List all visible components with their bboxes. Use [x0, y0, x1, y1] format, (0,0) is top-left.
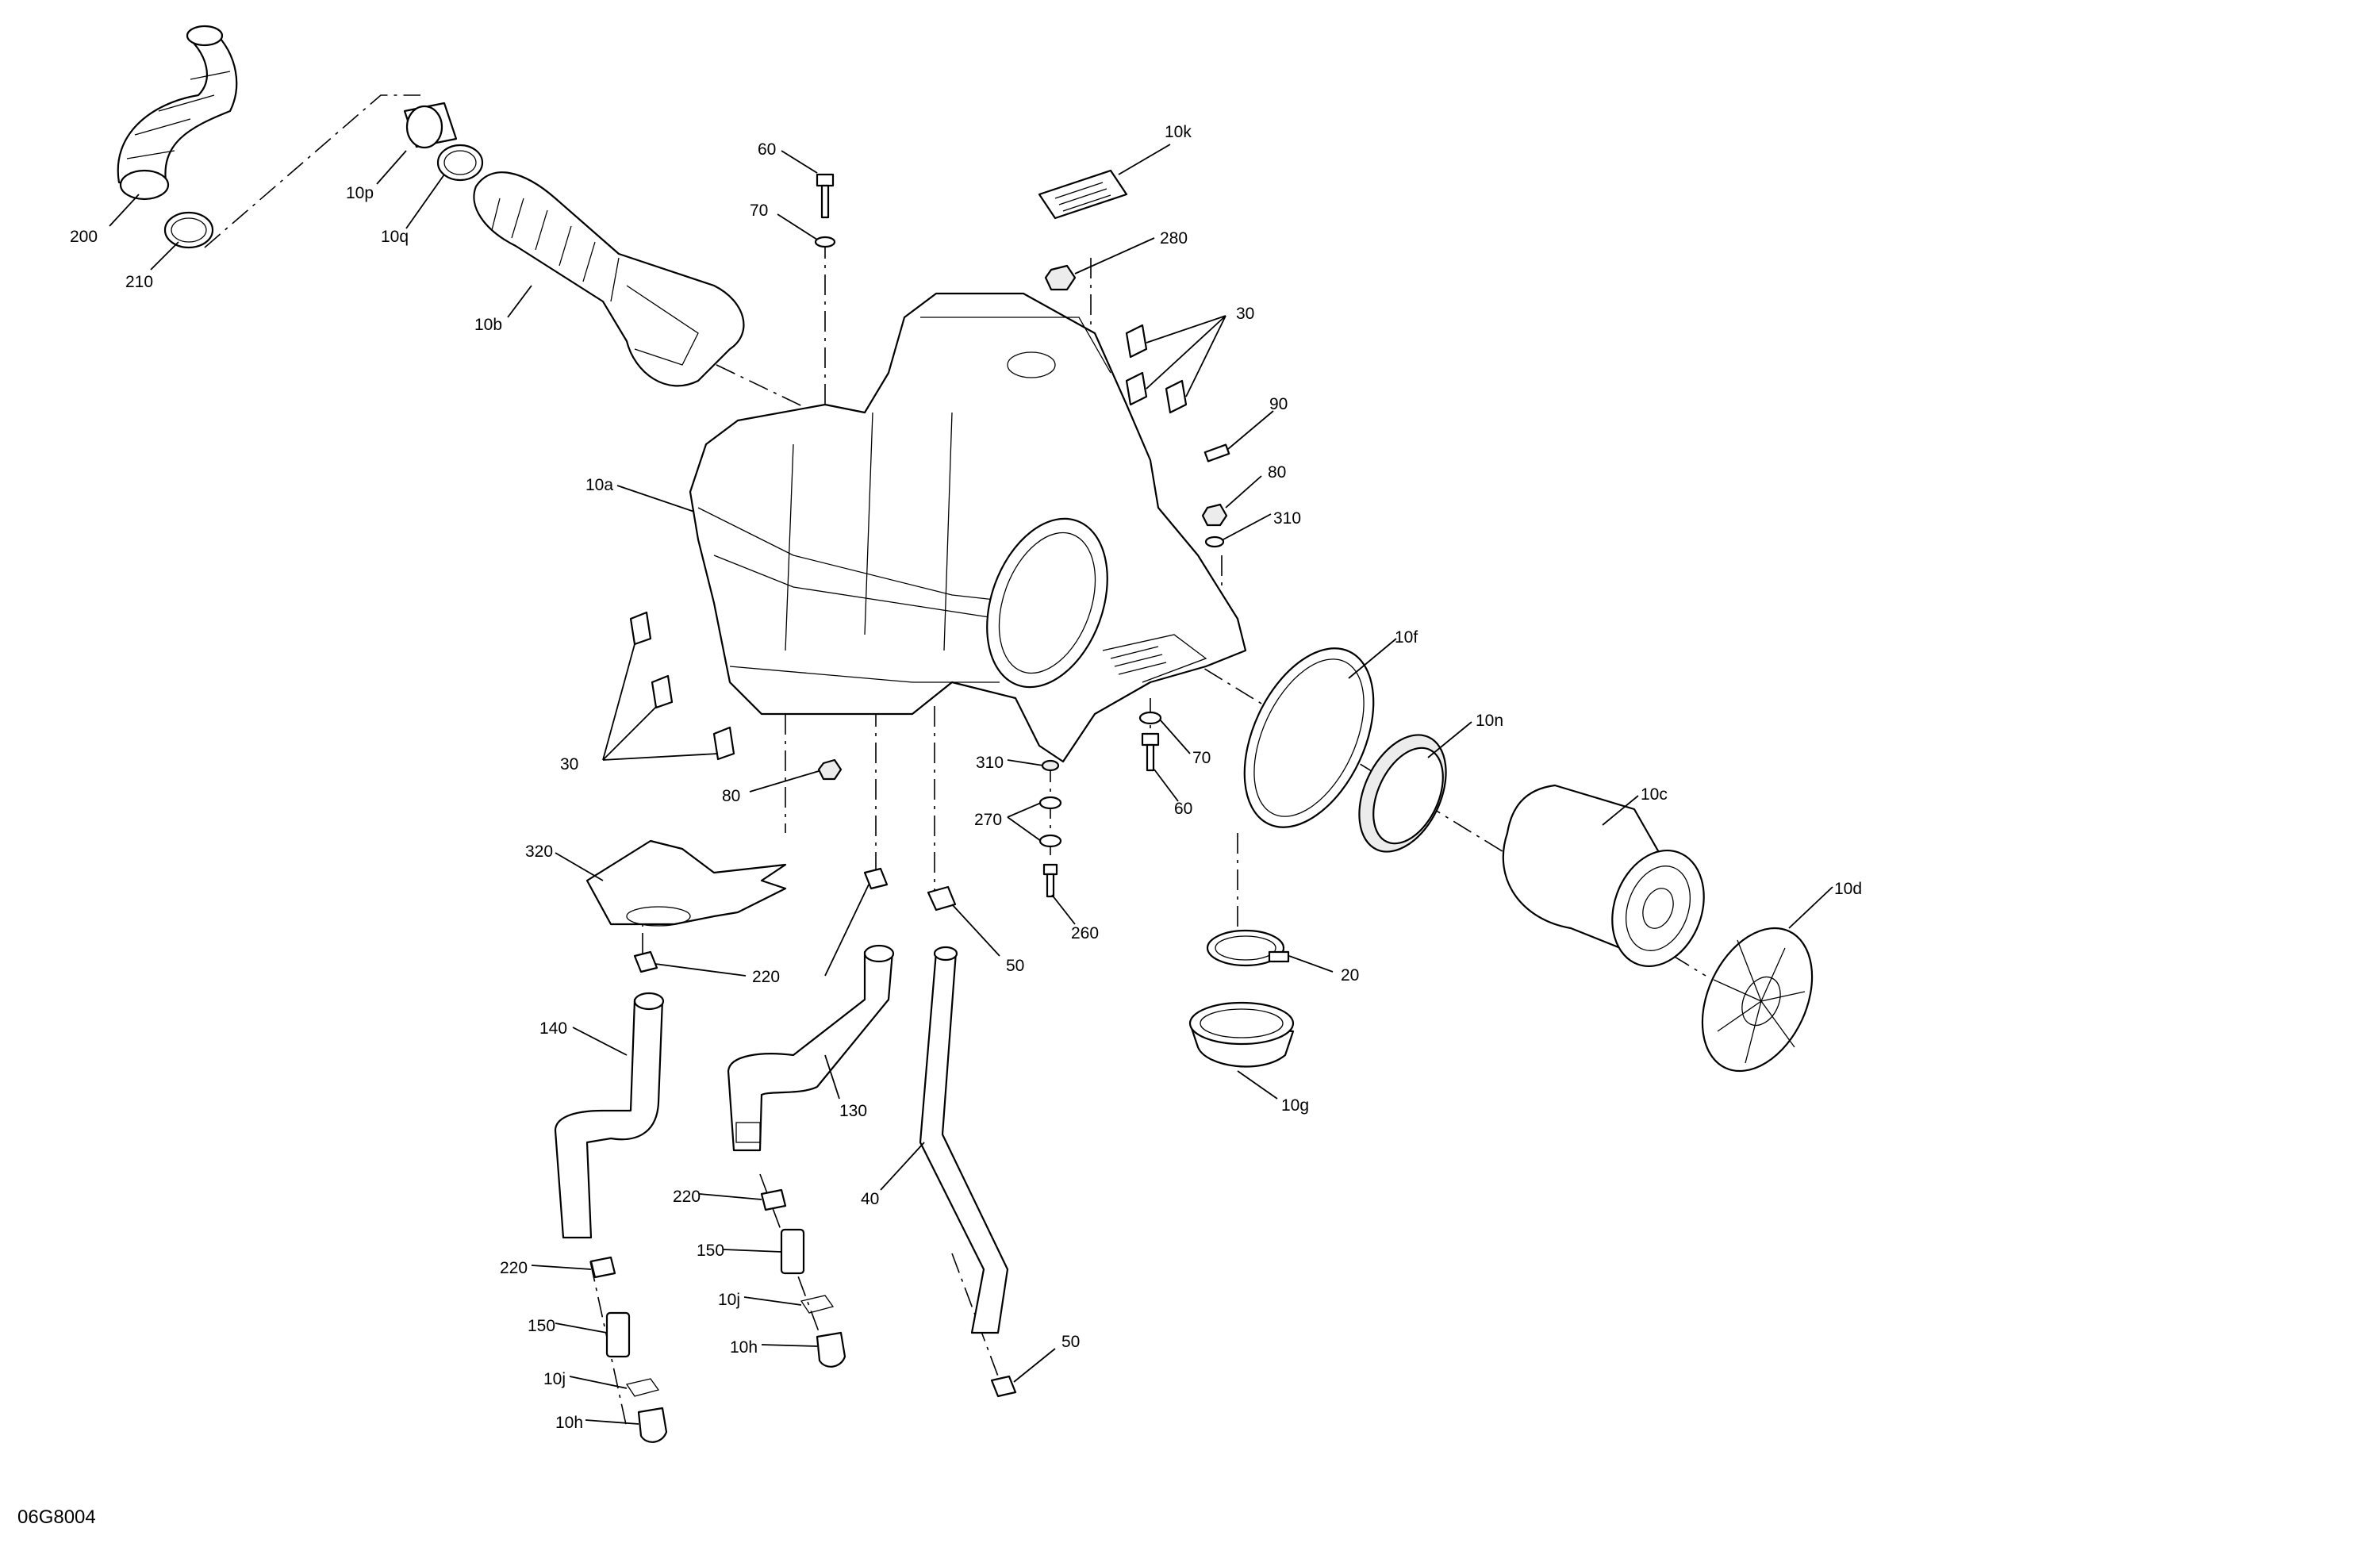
nut-80-right	[1201, 503, 1228, 527]
callout-310-right: 310	[1273, 509, 1301, 528]
bolt-60-lower	[1141, 732, 1160, 772]
callout-10h-mid: 10h	[730, 1338, 758, 1357]
callout-10j-mid: 10j	[718, 1291, 740, 1309]
intake-boot-10b	[473, 171, 745, 387]
callout-labels: 200 210 10p 10q 10b 60 70 10k 280 30 90 …	[70, 123, 1862, 1432]
callout-70-lower: 70	[1192, 749, 1211, 767]
callout-220-left: 220	[500, 1259, 528, 1277]
tube-150-mid	[780, 1228, 805, 1275]
clamp-20	[1206, 929, 1290, 967]
washer-270	[1038, 796, 1062, 848]
label-10k	[1038, 169, 1128, 220]
clamp-220-drain-mid	[760, 1188, 787, 1211]
callout-10a: 10a	[585, 476, 613, 494]
heat-shield-320	[585, 839, 787, 927]
diagram-reference-code: 06G8004	[17, 1507, 96, 1528]
adapter-ring-10n	[1358, 734, 1447, 853]
clamp-220-upper	[863, 867, 889, 890]
hose-140	[554, 992, 665, 1239]
bolt-260	[1042, 863, 1058, 898]
callout-140: 140	[539, 1019, 567, 1038]
bolt-60-top	[816, 173, 835, 219]
callout-50-upper: 50	[1006, 957, 1024, 975]
clip-10j-mid	[800, 1295, 835, 1314]
callout-10k: 10k	[1165, 123, 1192, 141]
callout-260: 260	[1071, 924, 1099, 942]
hose-40	[919, 946, 1009, 1334]
callout-80-left: 80	[722, 787, 740, 805]
callout-10d: 10d	[1834, 880, 1862, 898]
callout-10q: 10q	[381, 228, 409, 246]
cap-10h-left	[637, 1407, 668, 1443]
washer-70-lower	[1138, 711, 1162, 725]
sleeve-10p	[403, 102, 458, 149]
callout-70-top: 70	[750, 202, 768, 220]
clamp-50-lower	[990, 1375, 1017, 1398]
callout-90: 90	[1269, 395, 1288, 413]
callout-10n: 10n	[1476, 712, 1503, 730]
callout-60-top: 60	[758, 140, 776, 159]
washer-310-lower	[1041, 759, 1060, 772]
clips-30-left	[629, 611, 735, 761]
cap-10h-mid	[816, 1331, 846, 1368]
clamp-210	[163, 211, 214, 249]
bolt-90	[1203, 443, 1230, 463]
callout-280: 280	[1160, 229, 1188, 248]
callout-40: 40	[861, 1190, 879, 1208]
callout-10g: 10g	[1281, 1096, 1309, 1115]
callout-130: 130	[839, 1102, 867, 1120]
coupler-10g	[1188, 1001, 1295, 1068]
callout-80-right: 80	[1268, 463, 1286, 482]
clamp-220-drain-left	[589, 1256, 616, 1279]
callout-30-left: 30	[560, 755, 578, 773]
intake-duct-200	[117, 25, 238, 201]
clamp-10q	[436, 144, 484, 182]
callout-10h-left: 10h	[555, 1414, 583, 1432]
callout-10b: 10b	[474, 316, 502, 334]
callout-50-lower: 50	[1061, 1333, 1080, 1351]
callout-220-mid: 220	[673, 1188, 701, 1206]
callout-200: 200	[70, 228, 98, 246]
nut-80-left	[817, 758, 843, 781]
callout-320: 320	[525, 843, 553, 861]
callout-310-lower: 310	[976, 754, 1004, 772]
washer-310-right	[1204, 535, 1225, 548]
leader-lines	[109, 144, 1833, 1425]
callout-210: 210	[125, 273, 153, 291]
callout-20: 20	[1341, 966, 1359, 985]
callout-270: 270	[974, 811, 1002, 829]
seal-ring-10f	[1243, 647, 1375, 828]
filter-cover-10d	[1701, 927, 1814, 1073]
callout-30-right: 30	[1236, 305, 1254, 323]
washer-70-top	[814, 236, 836, 248]
callout-10j-left: 10j	[543, 1370, 566, 1388]
clamp-50-upper	[927, 885, 957, 912]
callout-220-upper: 220	[752, 968, 780, 986]
callout-10f: 10f	[1395, 628, 1418, 647]
callout-10p: 10p	[346, 184, 374, 202]
clip-10j-left	[625, 1378, 660, 1397]
clamp-220-left	[633, 950, 658, 973]
callout-150-mid: 150	[697, 1242, 724, 1260]
clips-30-right	[1125, 324, 1188, 414]
callout-150-left: 150	[528, 1317, 555, 1335]
nut-280	[1044, 264, 1077, 291]
air-filter-10c	[1502, 784, 1705, 968]
tube-150-left	[605, 1311, 631, 1358]
callout-10c: 10c	[1641, 785, 1668, 804]
airbox-10a	[689, 292, 1247, 763]
callout-60-lower: 60	[1174, 800, 1192, 818]
hose-130	[727, 944, 895, 1152]
